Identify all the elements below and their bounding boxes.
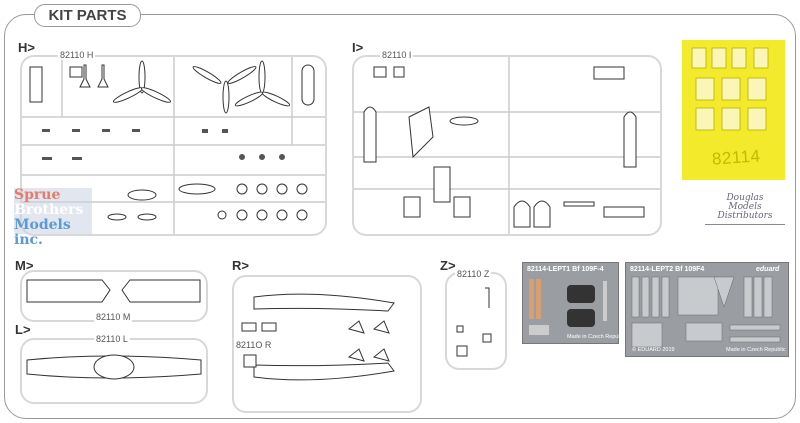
logo-line-2: Models [728,202,762,212]
sprue-code-l: 82110 L [94,334,130,344]
sprue-h-parts [22,57,325,234]
section-label-r: R> [232,258,249,273]
photo-etch-sheet-2: 82114-LEPT2 Bf 109F4 eduard © EDUARD 201… [625,262,789,357]
sprue-code-m: 82110 M [94,312,133,322]
sprue-code-r: 8211O R [234,340,274,350]
sprue-m-parts [26,279,201,303]
sprue-z-parts [456,287,492,357]
section-label-z: Z> [440,258,456,273]
pe1-parts [529,279,607,335]
pe1-title: 82114-LEPT1 Bf 109F-4 [527,266,604,273]
section-label-i: I> [352,40,364,55]
pe2-made-in: Made in Czech Republic [726,347,786,353]
sprue-m: 82110 M [20,270,208,322]
sprue-z: 82110 Z [445,269,507,370]
sprue-i: 82110 I [352,50,662,236]
section-label-l: L> [15,322,31,337]
eduard-brand: eduard [756,266,780,273]
logo-line-1: Douglas [726,193,764,203]
outer-frame [4,14,796,419]
sprue-i-parts [354,57,660,234]
watermark-line-2: Brothers [14,202,84,218]
pe1-made-in: Made in Czech Republic [567,334,627,340]
watermark-line-3: Models inc. [14,217,71,248]
section-label-h: H> [18,40,35,55]
watermark: Sprue Brothers Models inc. [14,187,92,248]
sprue-code-h: 82110 H [58,50,96,60]
sprue-code-i: 82110 I [380,50,414,60]
sprue-l-parts [26,354,202,380]
section-label-m: M> [15,258,34,273]
distributor-logo: Douglas Models Distributors [705,194,785,225]
logo-line-3: Distributors [717,211,773,221]
sprue-l: 82110 L [20,334,208,404]
pe2-copyright: © EDUARD 2019 [632,347,675,353]
pe2-parts [631,276,781,348]
canopy-mask-sheet: 82114 [682,40,785,180]
photo-etch-sheet-1: 82114-LEPT1 Bf 109F-4 Made in Czech Repu… [522,262,627,344]
mask-code: 82114 [711,146,762,169]
sprue-r-parts [241,293,395,381]
sprue-code-z: 82110 Z [455,269,492,279]
mask-outlines [691,47,769,131]
pe2-title: 82114-LEPT2 Bf 109F4 [630,266,705,273]
watermark-line-1: Sprue [14,187,61,203]
page-title: KIT PARTS [34,4,141,27]
sprue-r: 8211O R [232,275,422,413]
